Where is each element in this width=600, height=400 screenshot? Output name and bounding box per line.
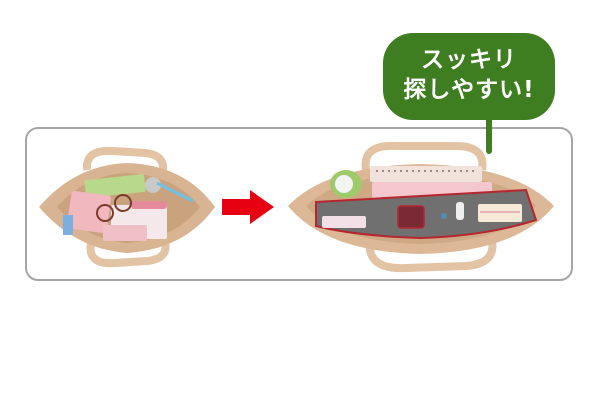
after-bag-image xyxy=(288,141,554,273)
before-bag-image xyxy=(39,146,215,268)
callout-line-2: 探しやすい! xyxy=(403,77,535,103)
callout-line-1: スッキリ xyxy=(421,47,517,73)
callout-bubble: スッキリ 探しやすい! xyxy=(383,33,555,120)
callout-tail xyxy=(486,110,492,154)
right-arrow-icon xyxy=(222,190,274,224)
